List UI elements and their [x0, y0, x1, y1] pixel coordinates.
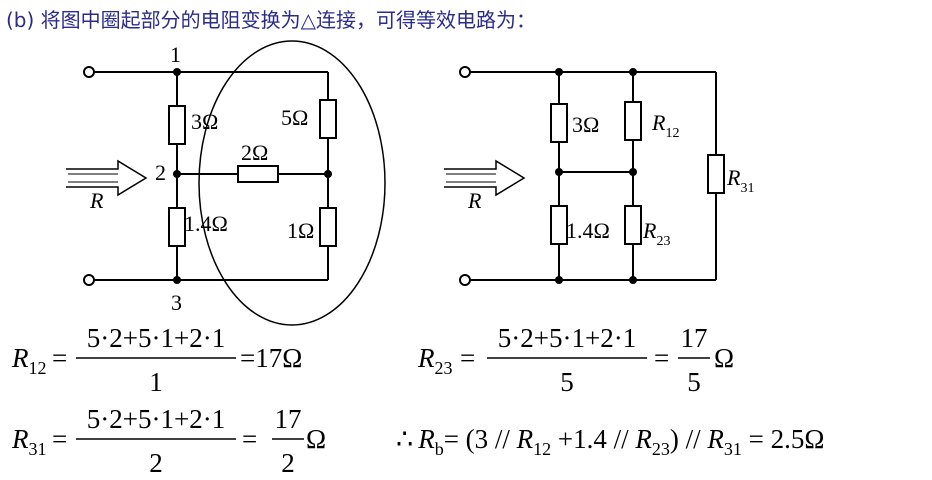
r31-denominator: 2 — [149, 448, 163, 478]
r12-lhs: R12 — [11, 343, 47, 378]
formula-rb: ∴Rb= (3 // R12 +1.4 // R23) // R31 = 2.5… — [396, 424, 824, 459]
r31-unit: Ω — [306, 424, 326, 454]
formula-r23: R23 = 5·2+5·1+2·1 5 = 17 5 Ω — [417, 323, 734, 397]
label-1-4ohm: 1.4Ω — [184, 211, 228, 236]
node-label-3: 3 — [171, 290, 182, 315]
r31-result-numerator: 17 — [275, 404, 302, 434]
junction-node-2 — [173, 170, 181, 178]
resistor-1-4ohm — [550, 205, 568, 245]
r23-equals-2: = — [654, 343, 669, 373]
r31-equals: = — [52, 424, 67, 454]
resistor-2ohm — [237, 165, 279, 183]
r23-result-denominator: 5 — [687, 367, 701, 397]
resistor-5ohm — [319, 99, 337, 139]
resistor-3ohm — [168, 105, 186, 145]
input-arrow — [66, 159, 148, 197]
resistor-1ohm — [319, 207, 337, 247]
resistor-r31 — [707, 154, 725, 194]
formula-r31: R31 = 5·2+5·1+2·1 2 = 17 2 Ω — [11, 404, 326, 478]
junction — [629, 276, 637, 284]
junction — [555, 68, 563, 76]
junction-node-3 — [173, 276, 181, 284]
junction — [629, 68, 637, 76]
terminal-top-right — [459, 66, 471, 78]
label-2ohm: 2Ω — [241, 140, 268, 165]
junction — [555, 168, 563, 176]
label-r31: R31 — [726, 165, 754, 196]
r31-numerator: 5·2+5·1+2·1 — [87, 404, 225, 434]
highlight-ellipse — [198, 40, 386, 326]
r12-denominator: 1 — [149, 367, 163, 397]
resistor-r23 — [624, 205, 642, 245]
node-label-1: 1 — [170, 42, 181, 67]
terminal-top-left — [83, 66, 95, 78]
junction — [324, 170, 332, 178]
label-3ohm: 3Ω — [191, 109, 218, 134]
label-r23: R23 — [642, 218, 670, 249]
junction-node-1 — [173, 68, 181, 76]
node-label-2: 2 — [155, 160, 166, 185]
junction — [629, 168, 637, 176]
junction — [555, 276, 563, 284]
heading-text: (b) 将图中圈起部分的电阻变换为△连接，可得等效电路为： — [6, 8, 537, 32]
label-r12: R12 — [651, 110, 679, 141]
formula-r12: R12 = 5·2+5·1+2·1 1 =17Ω — [11, 323, 302, 397]
r12-result: =17Ω — [240, 343, 302, 373]
r23-unit: Ω — [714, 343, 734, 373]
label-5ohm: 5Ω — [281, 105, 308, 130]
resistor-r12 — [624, 101, 642, 141]
right-circuit — [444, 66, 725, 286]
terminal-bottom-right — [459, 274, 471, 286]
input-arrow — [444, 159, 526, 197]
left-circuit — [66, 40, 386, 326]
label-3ohm: 3Ω — [572, 112, 599, 137]
resistor-1-4ohm — [168, 207, 186, 247]
r23-result-numerator: 17 — [681, 323, 708, 353]
r31-equals-2: = — [242, 424, 257, 454]
resistor-3ohm — [550, 103, 568, 143]
label-1ohm: 1Ω — [287, 218, 314, 243]
r23-lhs: R23 — [417, 343, 453, 378]
r31-lhs: R31 — [11, 424, 47, 459]
r12-numerator: 5·2+5·1+2·1 — [87, 323, 225, 353]
input-resistance-label: R — [89, 188, 104, 213]
input-resistance-label: R — [467, 188, 482, 213]
r23-equals: = — [460, 343, 475, 373]
r31-result-denominator: 2 — [281, 448, 295, 478]
r23-numerator: 5·2+5·1+2·1 — [498, 323, 636, 353]
r23-denominator: 5 — [560, 367, 574, 397]
label-1-4ohm: 1.4Ω — [566, 218, 610, 243]
terminal-bottom-left — [83, 274, 95, 286]
r12-equals: = — [52, 343, 67, 373]
